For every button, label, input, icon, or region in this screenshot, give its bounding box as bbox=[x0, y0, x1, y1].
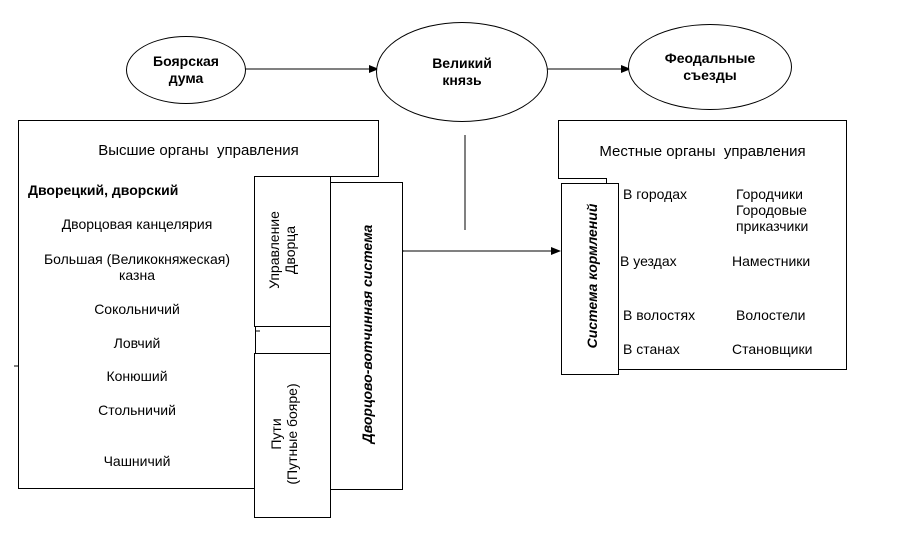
palace-admin-label: Управление Дворца bbox=[266, 211, 298, 289]
local-title: Местные органы управления bbox=[599, 143, 806, 160]
palace-patrimonial-system-label: Дворцово-вотчинная система bbox=[359, 224, 375, 444]
central-title-box: Высшие органы управления bbox=[18, 120, 379, 177]
local-table-box bbox=[606, 178, 847, 370]
boyar-duma-label: Боярская дума bbox=[153, 53, 219, 86]
central-row-dvoretsky: Дворецкий, дворский bbox=[28, 182, 179, 198]
local-officials-cities: Городчики Городовые приказчики bbox=[736, 186, 809, 234]
palace-admin-box bbox=[254, 176, 331, 327]
local-title-box: Местные органы управления bbox=[558, 120, 847, 179]
central-list-box bbox=[18, 176, 256, 489]
local-officials-stans: Становщики bbox=[732, 341, 813, 357]
central-row-equerry: Конюший bbox=[106, 368, 168, 384]
boyar-duma-node: Боярская дума bbox=[126, 36, 246, 104]
central-row-huntsman: Ловчий bbox=[113, 335, 161, 351]
local-place-cities: В городах bbox=[623, 186, 688, 202]
local-place-uezds: В уездах bbox=[620, 253, 677, 269]
central-title: Высшие органы управления bbox=[98, 142, 299, 159]
central-row-treasury: Большая (Великокняжеская) казна bbox=[43, 251, 231, 283]
local-place-volosts: В волостях bbox=[623, 307, 696, 323]
central-row-chancellery: Дворцовая канцелярия bbox=[61, 216, 213, 232]
feudal-congresses-node: Феодальные съезды bbox=[628, 24, 792, 110]
paths-label: Пути (Путные бояре) bbox=[268, 383, 300, 485]
central-row-falconer: Сокольничий bbox=[94, 301, 180, 317]
feudal-congresses-label: Феодальные съезды bbox=[664, 50, 756, 83]
local-officials-uezds: Наместники bbox=[732, 253, 811, 269]
central-row-stolnik: Стольничий bbox=[98, 402, 176, 418]
local-place-stans: В станах bbox=[623, 341, 680, 357]
local-officials-volosts: Волостели bbox=[736, 307, 806, 323]
grand-prince-label: Великий князь bbox=[432, 55, 492, 88]
paths-box bbox=[254, 353, 331, 518]
feeding-system-box bbox=[561, 183, 619, 375]
central-row-cupbearer: Чашничий bbox=[103, 453, 171, 469]
feeding-system-label: Система кормлений bbox=[584, 203, 600, 349]
palace-patrimonial-system-box bbox=[330, 182, 403, 490]
grand-prince-node: Великий князь bbox=[376, 22, 548, 122]
